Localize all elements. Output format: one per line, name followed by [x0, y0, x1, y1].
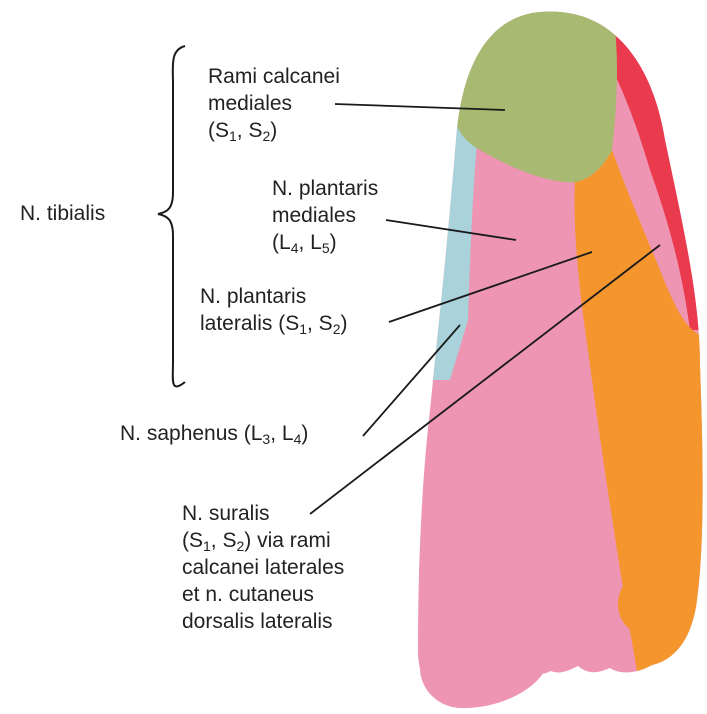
- plantaris-lateralis-label: N. plantaris lateralis (S1, S2): [200, 283, 347, 337]
- toe-third: [573, 594, 617, 654]
- suralis-label: N. suralis (S1, S2) via rami calcanei la…: [182, 500, 344, 635]
- toe-fourth: [618, 576, 662, 632]
- toe-second: [514, 606, 566, 674]
- tibialis-brace: [158, 46, 185, 386]
- tibialis-label: N. tibialis: [20, 200, 105, 227]
- plantaris-mediales-label: N. plantaris mediales (L4, L5): [272, 175, 378, 256]
- toe-big: [420, 628, 504, 708]
- saphenus-label: N. saphenus (L3, L4): [120, 420, 308, 447]
- rami-calcanei-label: Rami calcanei mediales (S1, S2): [208, 63, 340, 144]
- toe-fifth: [660, 534, 700, 586]
